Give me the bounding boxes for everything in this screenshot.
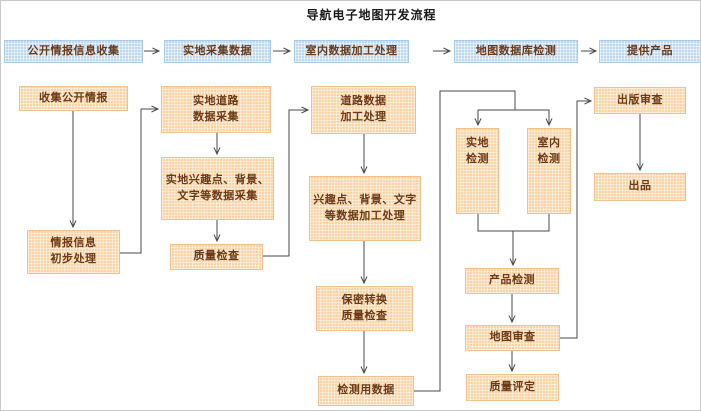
step-indoor-testing: 室内 检测 — [527, 128, 571, 214]
step-release: 出品 — [594, 173, 686, 201]
step-field-poi-background-text-collection: 实地兴趣点、背景、 文字等数据采集 — [161, 157, 274, 220]
connector-testing-join — [477, 214, 550, 232]
connector-branch-field-testing — [474, 109, 515, 127]
step-road-data-processing: 道路数据 加工处理 — [311, 86, 416, 134]
step-product-testing: 产品检测 — [465, 268, 559, 294]
connector-preprocess-to-field-road — [120, 105, 160, 254]
phase-indoor-data-processing: 室内数据加工处理 — [294, 40, 409, 63]
step-poi-background-text-processing: 兴趣点、背景、文字 等数据加工处理 — [309, 176, 421, 241]
step-field-testing: 实地 检测 — [456, 128, 499, 214]
step-intel-initial-processing: 情报信息 初步处理 — [27, 230, 120, 274]
chart-title: 导航电子地图开发流程 — [306, 8, 437, 22]
step-testing-data: 检测用数据 — [318, 376, 414, 406]
step-quality-assessment: 质量评定 — [466, 374, 559, 401]
step-map-review: 地图审查 — [465, 325, 560, 351]
step-field-road-data-collection: 实地道路 数据采集 — [161, 86, 271, 133]
step-collect-public-intel: 收集公开情报 — [19, 86, 128, 111]
phase-open-intel-collection: 公开情报信息收集 — [4, 40, 143, 63]
step-security-conversion-quality-check: 保密转换 质量检查 — [316, 286, 413, 331]
phase-field-data-collection: 实地采集数据 — [164, 40, 271, 63]
step-quality-check: 质量检查 — [170, 244, 263, 270]
connector-branch-indoor-testing — [515, 109, 553, 127]
step-publication-review: 出版审查 — [594, 87, 686, 114]
phase-provide-product: 提供产品 — [599, 40, 700, 63]
phase-map-database-testing: 地图数据库检测 — [454, 40, 578, 63]
